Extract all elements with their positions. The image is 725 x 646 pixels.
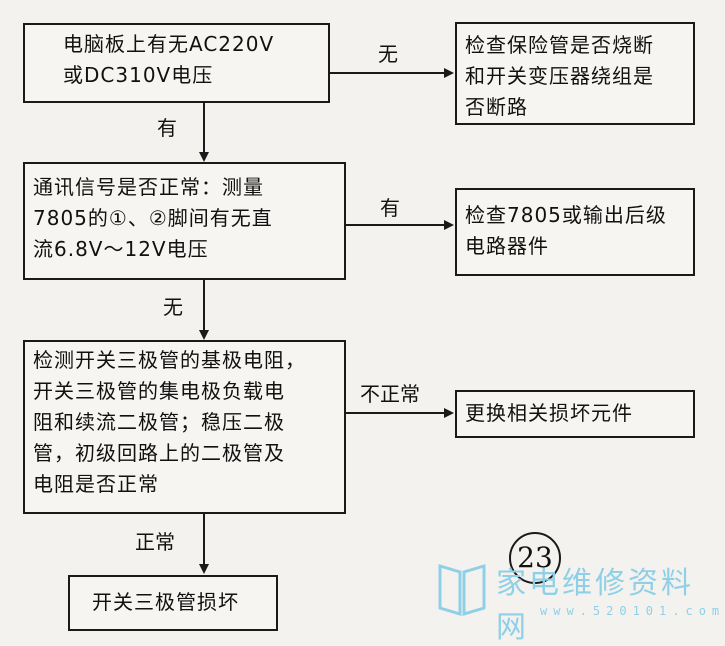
label-voltage-no: 无 [378, 42, 398, 66]
node-transistor-bad: 开关三极管损坏 [68, 575, 278, 631]
node-check-signal: 通讯信号是否正常：测量 7805的①、②脚间有无直 流6.8V～12V电压 [23, 162, 346, 280]
figure-number: 23 [509, 532, 561, 584]
node-check-7805: 检查7805或输出后级 电路器件 [455, 188, 695, 276]
watermark-site-name: 家电维修资料网 [496, 566, 694, 645]
watermark-url: www.520101.com [540, 604, 725, 618]
label-components-abnormal: 不正常 [360, 382, 420, 406]
label-signal-yes: 有 [380, 196, 400, 220]
node-replace-parts: 更换相关损坏元件 [455, 390, 695, 438]
label-components-normal: 正常 [135, 530, 175, 554]
node-check-components: 检测开关三极管的基极电阻， 开关三极管的集电极负载电 阻和续流二极管；稳压二极 … [23, 340, 346, 514]
connector-layer [199, 68, 454, 574]
node-check-voltage: 电脑板上有无AC220V 或DC310V电压 [23, 23, 330, 103]
book-logo-icon [438, 563, 486, 617]
label-signal-no: 无 [163, 295, 183, 319]
node-check-fuse: 检查保险管是否烧断 和开关变压器绕组是 否断路 [455, 22, 695, 125]
label-voltage-yes: 有 [157, 116, 177, 140]
